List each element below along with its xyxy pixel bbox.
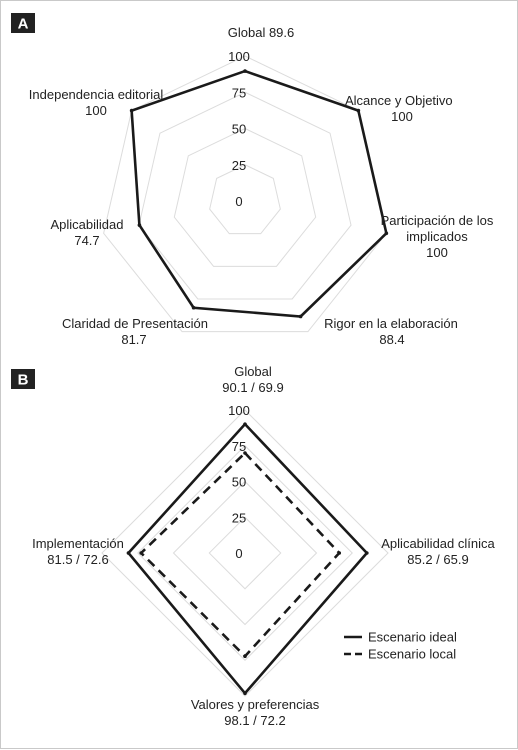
panel-b-data-point [243, 422, 247, 426]
panel-a-data-point [384, 231, 389, 236]
panel-a-axis-label-line: 100 [85, 103, 107, 118]
panel-b-axis-label-line: Global [234, 364, 272, 379]
panel-a-data-point [356, 108, 361, 113]
panel-b-axis-label-line: Valores y preferencias [191, 697, 320, 712]
panel-a-axis-label-line: Aplicabilidad [51, 217, 124, 232]
panel-b-grid-ring [101, 409, 389, 697]
panel-a-panel-badge [11, 13, 35, 33]
panel-b-grid-ring [208, 516, 282, 590]
panel-b-tick-label: 75 [232, 439, 246, 454]
panel-b-data-point [139, 551, 143, 555]
panel-b-panel-letter: B [18, 372, 29, 389]
panel-b-axis-label-line: Aplicabilidad clínica [381, 536, 495, 551]
panel-a-axis-label-line: 88.4 [379, 332, 404, 347]
panel-b-axis-label-line: 85.2 / 65.9 [407, 552, 468, 567]
panel-b-axis-label-line: 90.1 / 69.9 [222, 380, 283, 395]
panel-a-axis-label: Global 89.6 [228, 25, 295, 40]
panel-b-data-point [243, 451, 247, 455]
panel-a-grid-ring [173, 127, 317, 267]
panel-b-axis-label-line: Implementación [32, 536, 124, 551]
panel-a-data-point [243, 69, 247, 73]
panel-b-axis-label-line: 81.5 / 72.6 [47, 552, 108, 567]
panel-a-axis-label-line: Alcance y Objetivo [345, 93, 453, 108]
panel-b-panel-badge [11, 369, 35, 389]
panel-a-axis-label-line: 74.7 [74, 233, 99, 248]
panel-a-tick-label: 0 [235, 194, 242, 209]
panel-a-tick-label: 100 [228, 49, 250, 64]
panel-a-tick-label: 50 [232, 122, 246, 137]
panel-b-data-point [337, 551, 342, 555]
panel-a-data-point [137, 223, 142, 227]
panel-a-tick-label: 25 [232, 158, 246, 173]
panel-a-axis-label-line: Participación de los [381, 213, 494, 228]
panel-a-tick-label: 75 [232, 85, 246, 100]
panel-b-data-point [243, 654, 247, 659]
panel-a-grid-ring [209, 164, 281, 235]
panel-a-axis-label-line: Rigor en la elaboración [324, 316, 458, 331]
legend-label: Escenario ideal [368, 630, 457, 645]
panel-b-tick-label: 100 [228, 403, 250, 418]
panel-a-panel-letter: A [18, 16, 29, 33]
panel-b-tick-label: 25 [232, 510, 246, 525]
panel-a-axis-label-line: implicados [406, 229, 468, 244]
panel-b-data-point [365, 551, 369, 555]
panel-b-tick-label: 50 [232, 475, 246, 490]
panel-b-data-point [243, 691, 247, 696]
panel-a-series-solid [130, 69, 388, 318]
panel-b-data-point [126, 551, 131, 555]
panel-a-axis-label-line: 81.7 [121, 332, 146, 347]
panel-b-axis-label-line: 98.1 / 72.2 [224, 713, 285, 728]
panel-a-data-point [191, 305, 196, 310]
panel-b-grid-ring [137, 445, 353, 661]
panel-a-data-point [298, 314, 303, 319]
legend-label: Escenario local [368, 647, 456, 662]
panel-a-axis-label-line: Global 89.6 [228, 25, 295, 40]
panel-a-grid-ring [138, 91, 352, 300]
panel-a-axis-label-line: Claridad de Presentación [62, 316, 208, 331]
panel-a-axis-label-line: Independencia editorial [29, 87, 164, 102]
panel-b-tick-label: 0 [235, 546, 242, 561]
panel-a-data-point [129, 108, 134, 113]
panel-a-axis-label-line: 100 [426, 245, 448, 260]
panel-b-grid-ring [172, 480, 318, 626]
panel-a-axis-label-line: 100 [391, 109, 413, 124]
